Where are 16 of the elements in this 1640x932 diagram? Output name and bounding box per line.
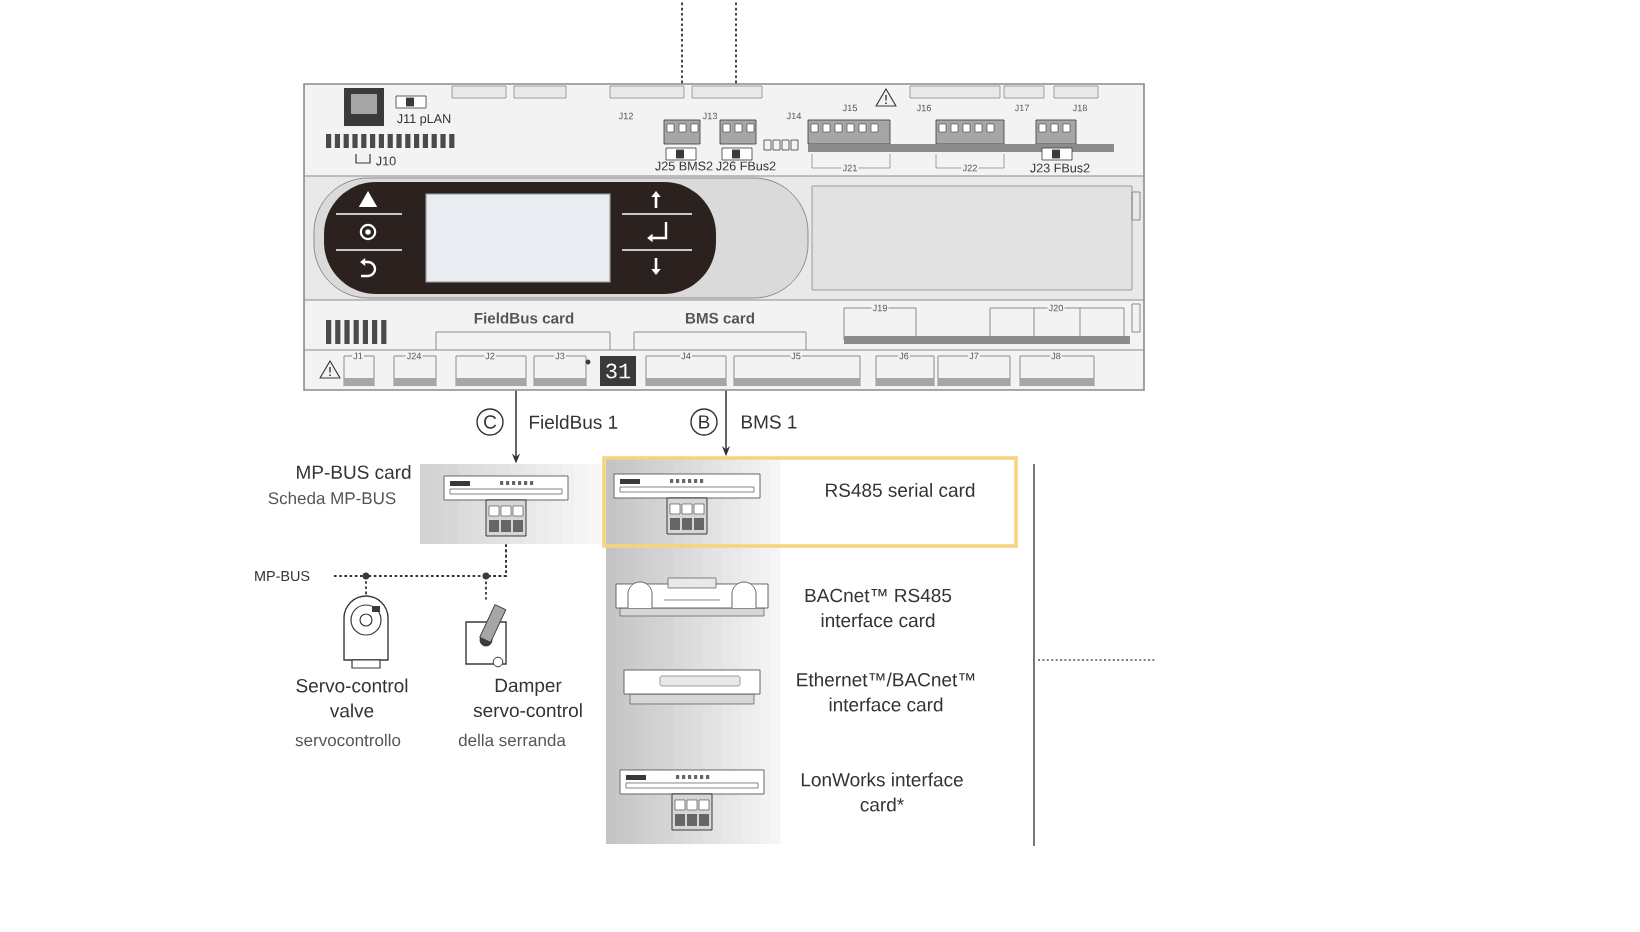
caption: Scheda MP-BUS — [268, 491, 396, 505]
node-label: Damper servo-control — [473, 678, 582, 718]
caption: servocontrollo — [295, 733, 401, 747]
callout-letter: C — [476, 408, 504, 436]
highlight-box: RS485 serial card — [602, 456, 1018, 548]
node-label: BACnet™ RS485 interface card — [805, 588, 952, 628]
callout-letter: B — [690, 408, 718, 436]
edge-label: FieldBus 1 — [526, 413, 621, 431]
led-display: 31 — [600, 356, 636, 386]
card-heading: MP-BUS card — [297, 465, 411, 479]
edge-label: BMS 1 — [738, 413, 800, 431]
caption: della serranda — [458, 733, 566, 747]
node-label: LonWorks interface card* — [801, 772, 963, 812]
controller-picture — [303, 83, 1145, 391]
node-label: Servo-control valve — [296, 678, 408, 718]
node-label: Ethernet™/BACnet™ interface card — [797, 672, 975, 712]
